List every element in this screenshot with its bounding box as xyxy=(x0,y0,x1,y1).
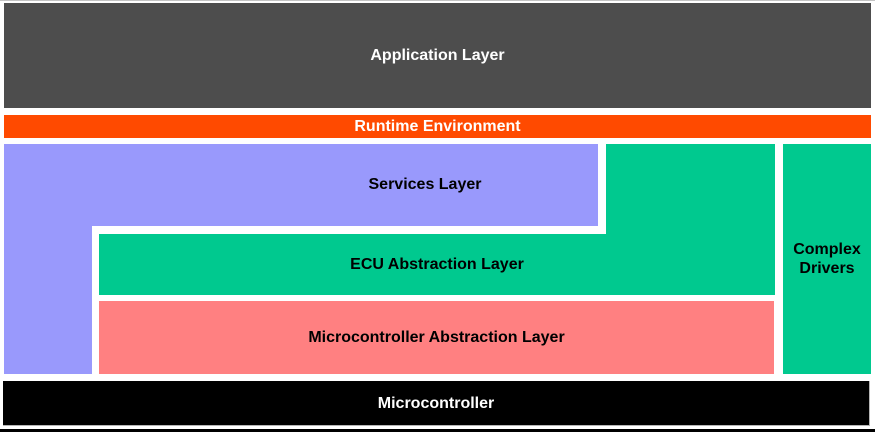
microcontroller-abstraction-layer-block: Microcontroller Abstraction Layer xyxy=(99,301,774,374)
services-layer-label: Services Layer xyxy=(368,176,482,193)
complex-drivers-label: Complex Drivers xyxy=(793,241,861,277)
runtime-environment-block: Runtime Environment xyxy=(4,115,871,138)
services-layer-block xyxy=(4,144,598,226)
ecu-abstraction-layer-label: ECU Abstraction Layer xyxy=(350,256,524,273)
application-layer-label: Application Layer xyxy=(370,47,505,64)
services-layer-label-box: Services Layer xyxy=(100,144,750,226)
runtime-environment-label: Runtime Environment xyxy=(354,118,521,135)
microcontroller-abstraction-layer-label: Microcontroller Abstraction Layer xyxy=(308,329,565,346)
bottom-border-line xyxy=(0,429,875,432)
microcontroller-label: Microcontroller xyxy=(377,394,495,412)
microcontroller-block: Microcontroller xyxy=(3,381,870,426)
ecu-abstraction-layer-block: ECU Abstraction Layer xyxy=(99,234,775,295)
complex-drivers-block: Complex Drivers xyxy=(783,144,871,374)
top-border-line xyxy=(0,0,875,1)
ecu-abstraction-upper-extension xyxy=(606,144,775,236)
application-layer-block: Application Layer xyxy=(4,3,871,108)
